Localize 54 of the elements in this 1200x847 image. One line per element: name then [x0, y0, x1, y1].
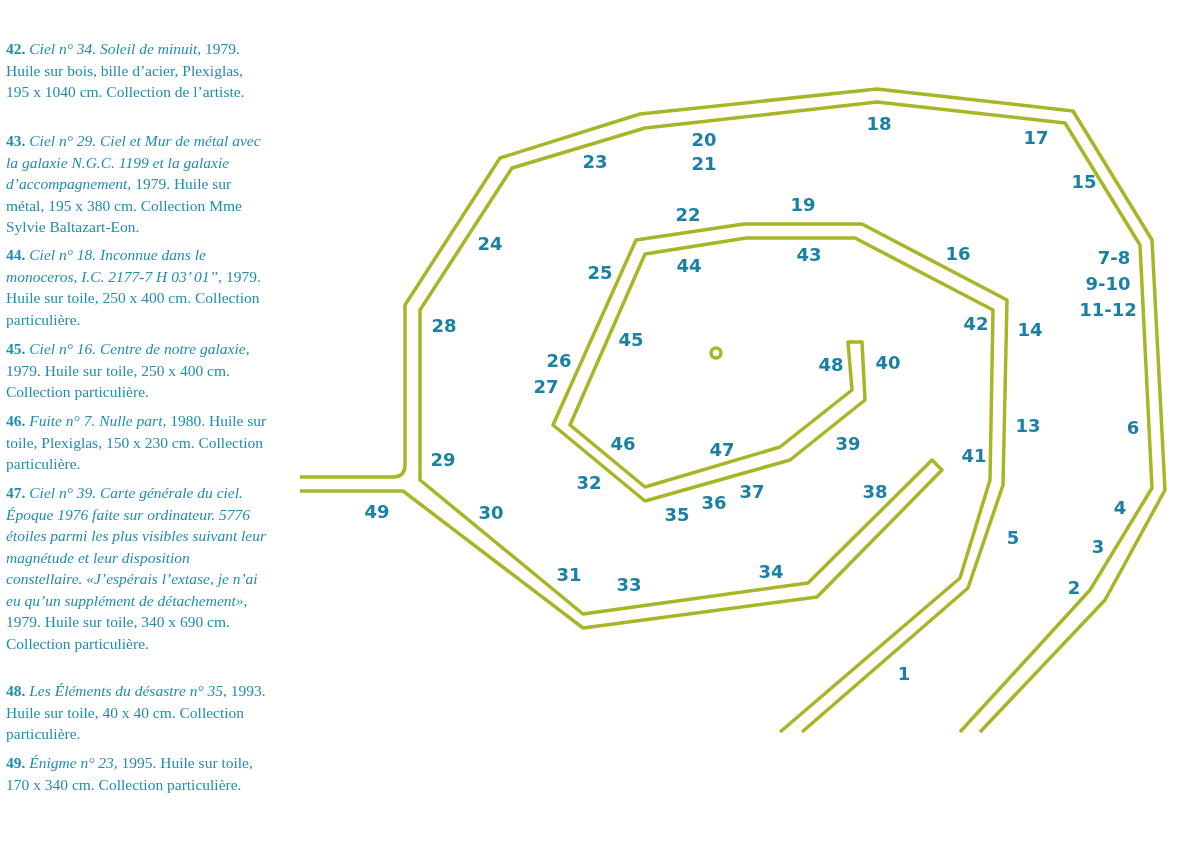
artwork-number: 14 — [1017, 318, 1043, 340]
artwork-number: 40 — [875, 351, 901, 373]
artwork-number: 45 — [618, 328, 644, 350]
artwork-number: 16 — [945, 242, 971, 264]
artwork-caption: 42. Ciel n° 34. Soleil de minuit, 1979. Huile sur bois, bille d’acier, Plexiglas, 195 x 1040 cm. Collection de l’artiste. — [6, 39, 246, 102]
artwork-number: 33 — [616, 573, 642, 595]
artwork-number: 30 — [478, 501, 504, 523]
artwork-caption: 48. Les Éléments du désastre n° 35, 1993. Huile sur toile, 40 x 40 cm. Collection particulière. — [6, 681, 267, 744]
artwork-number: 34 — [758, 560, 784, 582]
artwork-number: 35 — [664, 503, 690, 525]
artwork-caption: 45. Ciel n° 16. Centre de notre galaxie, 1979. Huile sur toile, 250 x 400 cm. Collection particulière. — [6, 339, 251, 402]
artwork-number: 15 — [1071, 170, 1097, 192]
artwork-number: 32 — [576, 471, 602, 493]
artwork-number: 37 — [739, 480, 765, 502]
artwork-number: 6 — [1126, 416, 1140, 438]
artwork-number: 20 — [691, 128, 717, 150]
artwork-number: 48 — [818, 353, 844, 375]
artwork-number: 18 — [866, 112, 892, 134]
artwork-number: 39 — [835, 432, 861, 454]
artwork-number: 29 — [430, 448, 456, 470]
artwork-number: 38 — [862, 480, 888, 502]
artwork-caption: 47. Ciel n° 39. Carte générale du ciel. Époque 1976 faite sur ordinateur. 5776 étoiles parmi les plus visibles suivant leur magnétude et leur disposition constellaire. «J’espérais l’extase, je n’ai eu qu’un supplément de détachement», 1979. Huile sur toile, 340 x 690 cm. Collection particulière. — [6, 483, 268, 654]
artwork-number: 17 — [1023, 126, 1049, 148]
artwork-number: 5 — [1006, 526, 1020, 548]
artwork-number: 19 — [790, 193, 816, 215]
artwork-number: 25 — [587, 261, 613, 283]
artwork-number: 27 — [533, 375, 559, 397]
artwork-number: 3 — [1091, 535, 1105, 557]
artwork-number: 41 — [961, 444, 987, 466]
artwork-number: 47 — [709, 438, 735, 460]
artwork-number: 31 — [556, 563, 582, 585]
artwork-number: 44 — [676, 254, 702, 276]
artwork-caption: 46. Fuite n° 7. Nulle part, 1980. Huile sur toile, Plexiglas, 150 x 230 cm. Collection particulière. — [6, 411, 268, 474]
artwork-number: 36 — [701, 491, 727, 513]
artwork-number: 22 — [675, 203, 701, 225]
artwork-number: 43 — [796, 243, 822, 265]
artwork-number: 42 — [963, 312, 989, 334]
artwork-caption: 49. Énigme n° 23, 1995. Huile sur toile, 170 x 340 cm. Collection particulière. — [6, 753, 254, 795]
artwork-number: 11-12 — [1079, 298, 1137, 320]
artwork-number: 26 — [546, 349, 572, 371]
artwork-caption: 44. Ciel n° 18. Inconnue dans le monoceros, I.C. 2177-7 H 03’ 01”, 1979. Huile sur toile, 250 x 400 cm. Collection particulière. — [6, 245, 262, 330]
artwork-number: 9-10 — [1085, 272, 1131, 294]
artwork-number: 49 — [364, 500, 390, 522]
artwork-number: 46 — [610, 432, 636, 454]
artwork-number: 7-8 — [1097, 246, 1131, 268]
artwork-caption: 43. Ciel n° 29. Ciel et Mur de métal avec la galaxie N.G.C. 1199 et la galaxie d’accompagnement, 1979. Huile sur métal, 195 x 380 cm. Collection Mme Sylvie Baltazart-Eon. — [6, 131, 262, 237]
artwork-number: 21 — [691, 152, 717, 174]
artwork-number: 23 — [582, 150, 608, 172]
artwork-number: 28 — [431, 314, 457, 336]
artwork-number: 13 — [1015, 414, 1041, 436]
artwork-number: 4 — [1113, 496, 1127, 518]
artwork-number: 24 — [477, 232, 503, 254]
artwork-number: 1 — [897, 662, 911, 684]
artwork-number: 2 — [1067, 576, 1081, 598]
